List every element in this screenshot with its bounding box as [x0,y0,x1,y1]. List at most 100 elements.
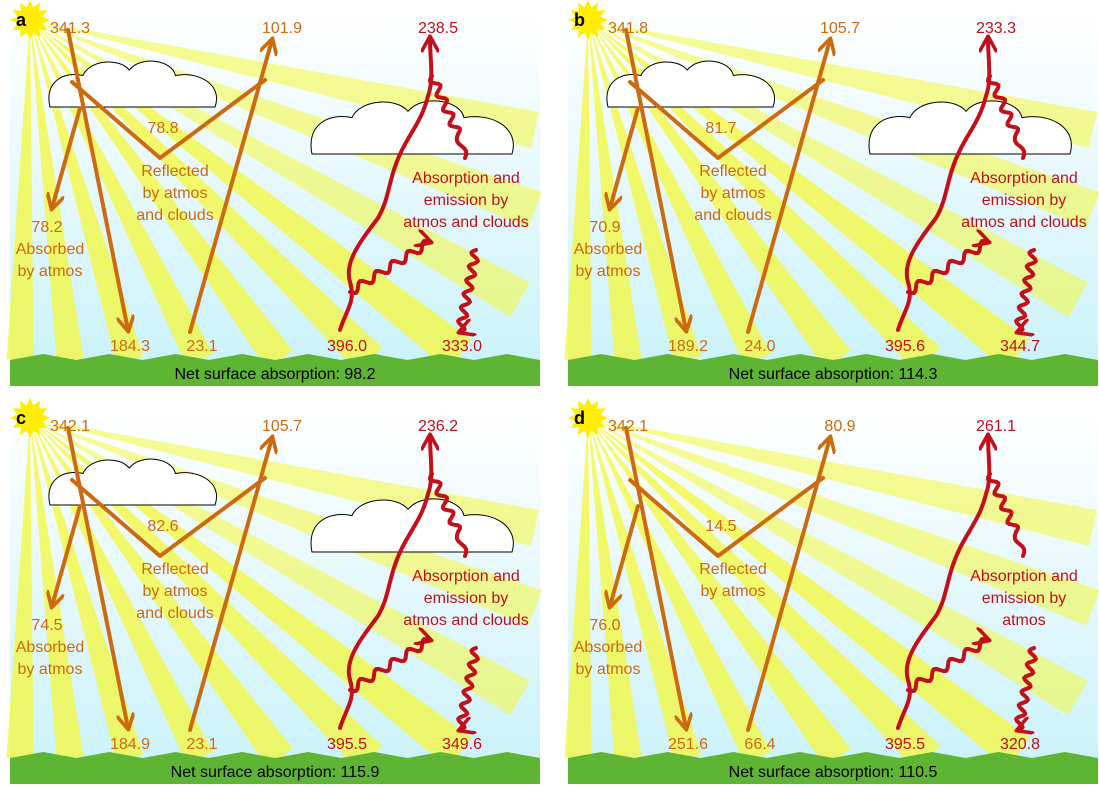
lw-branch [428,472,462,534]
lw-down-arrow [458,646,480,730]
sunbeam [588,418,1088,716]
longwave-arrows [338,38,480,332]
sunbeam [30,20,383,373]
panel-letter: d [574,408,585,428]
cloud-right [868,100,1072,155]
absorbed-label-line: Absorbed [16,241,85,258]
sunbeam [588,418,941,771]
net-surface-absorption: Net surface absorption: 110.5 [729,764,938,781]
ground [10,752,540,784]
toa-reflected-value: 105.7 [820,20,860,37]
lw-branch-tail [1012,530,1027,558]
sw-surface-up-value: 24.0 [744,338,775,355]
lw-branch [428,74,462,136]
lw-surface-up-value: 395.6 [885,338,925,355]
absorbed-label-line: by atmos [18,263,83,280]
panel-letter: c [16,408,26,428]
shortwave-arrows [610,28,830,332]
sunbeam [6,20,34,361]
lw-branch [986,472,1020,534]
sw-reflected-v [628,476,825,558]
shortwave-arrows [610,426,830,730]
toa-reflected-value: 105.7 [262,418,302,435]
reflected-label-line: and clouds [694,207,771,224]
cloud-left [48,60,218,108]
lw-label-line: emission by [982,192,1066,209]
lw-surface-down-value: 349.6 [442,736,482,753]
sun-icon [10,398,50,438]
reflected-atmos-value: 81.7 [705,120,736,137]
lw-label-line: Absorption and [970,170,1078,187]
sunbeam [588,418,1099,626]
absorbed-label-line: Absorbed [16,639,85,656]
sw-down-arrow [66,426,128,728]
sw-surface-down-value: 189.2 [668,338,708,355]
sun-icon [10,0,50,40]
absorbed-label-line: Absorbed [574,241,643,258]
lw-up-arrow [338,38,431,332]
incoming-solar-value: 341.3 [50,20,90,37]
cloud-left [48,458,218,506]
lw-label-line: emission by [982,590,1066,607]
sunbeam [588,418,1097,547]
lw-toa-value: 238.5 [418,20,458,37]
sw-reflected-v [628,78,825,160]
absorbed-atmos-value: 74.5 [31,617,62,634]
sw-absorbed-arrow [52,106,82,208]
ground [10,354,540,386]
reflected-label-line: and clouds [136,207,213,224]
sw-surface-down-value: 184.3 [110,338,150,355]
lw-surface-up-value: 396.0 [327,338,367,355]
sw-up-arrow [188,438,272,732]
sunbeam [588,20,941,373]
lw-surface-up-value: 395.5 [327,736,367,753]
lw-up-arrow [338,436,431,730]
ground [568,752,1098,784]
sw-surface-up-value: 66.4 [744,736,775,753]
longwave-arrows [896,436,1038,730]
lw-up-arrow [896,436,989,730]
incoming-solar-value: 341.8 [608,20,648,37]
absorbed-label-line: by atmos [576,263,641,280]
panel-letter: a [16,10,27,30]
incoming-solar-value: 342.1 [50,418,90,435]
reflected-label-line: Reflected [141,163,209,180]
lw-toa-value: 233.3 [976,20,1016,37]
lw-label-line: atmos and clouds [403,612,528,629]
lw-label-line: Absorption and [970,568,1078,585]
reflected-atmos-value: 82.6 [147,518,178,535]
cloud-left [606,60,776,108]
reflected-atmos-value: 14.5 [705,518,736,535]
sw-down-arrow [66,28,128,330]
net-surface-absorption: Net surface absorption: 115.9 [171,764,380,781]
sunbeam [564,418,592,759]
lw-label-line: Absorption and [412,170,520,187]
sunbeam [564,20,592,361]
sw-reflected-v [70,476,267,558]
lw-label-line: atmos and clouds [961,214,1086,231]
sw-reflected-v [70,78,267,160]
sw-down-arrow [624,28,686,330]
sw-absorbed-arrow [610,504,640,606]
lw-branch-tail [454,530,469,558]
absorbed-label-line: by atmos [576,661,641,678]
lw-surface-down-value: 344.7 [1000,338,1040,355]
longwave-arrows [338,436,480,730]
lw-toa-value: 261.1 [976,418,1016,435]
toa-reflected-value: 80.9 [824,418,855,435]
lw-surface-down-value: 333.0 [442,338,482,355]
lw-label-line: atmos and clouds [403,214,528,231]
shortwave-arrows [52,426,272,732]
lw-branch-tail [454,132,469,160]
toa-reflected-value: 101.9 [262,20,302,37]
sw-surface-up-value: 23.1 [186,338,217,355]
sunbeam [588,418,772,765]
sun-icon [568,0,608,40]
sw-absorbed-arrow [610,106,640,208]
net-surface-absorption: Net surface absorption: 114.3 [729,366,938,383]
cloud-right [310,100,514,155]
lw-label-line: emission by [424,192,508,209]
longwave-arrows [896,38,1038,332]
sw-surface-up-value: 23.1 [186,736,217,753]
